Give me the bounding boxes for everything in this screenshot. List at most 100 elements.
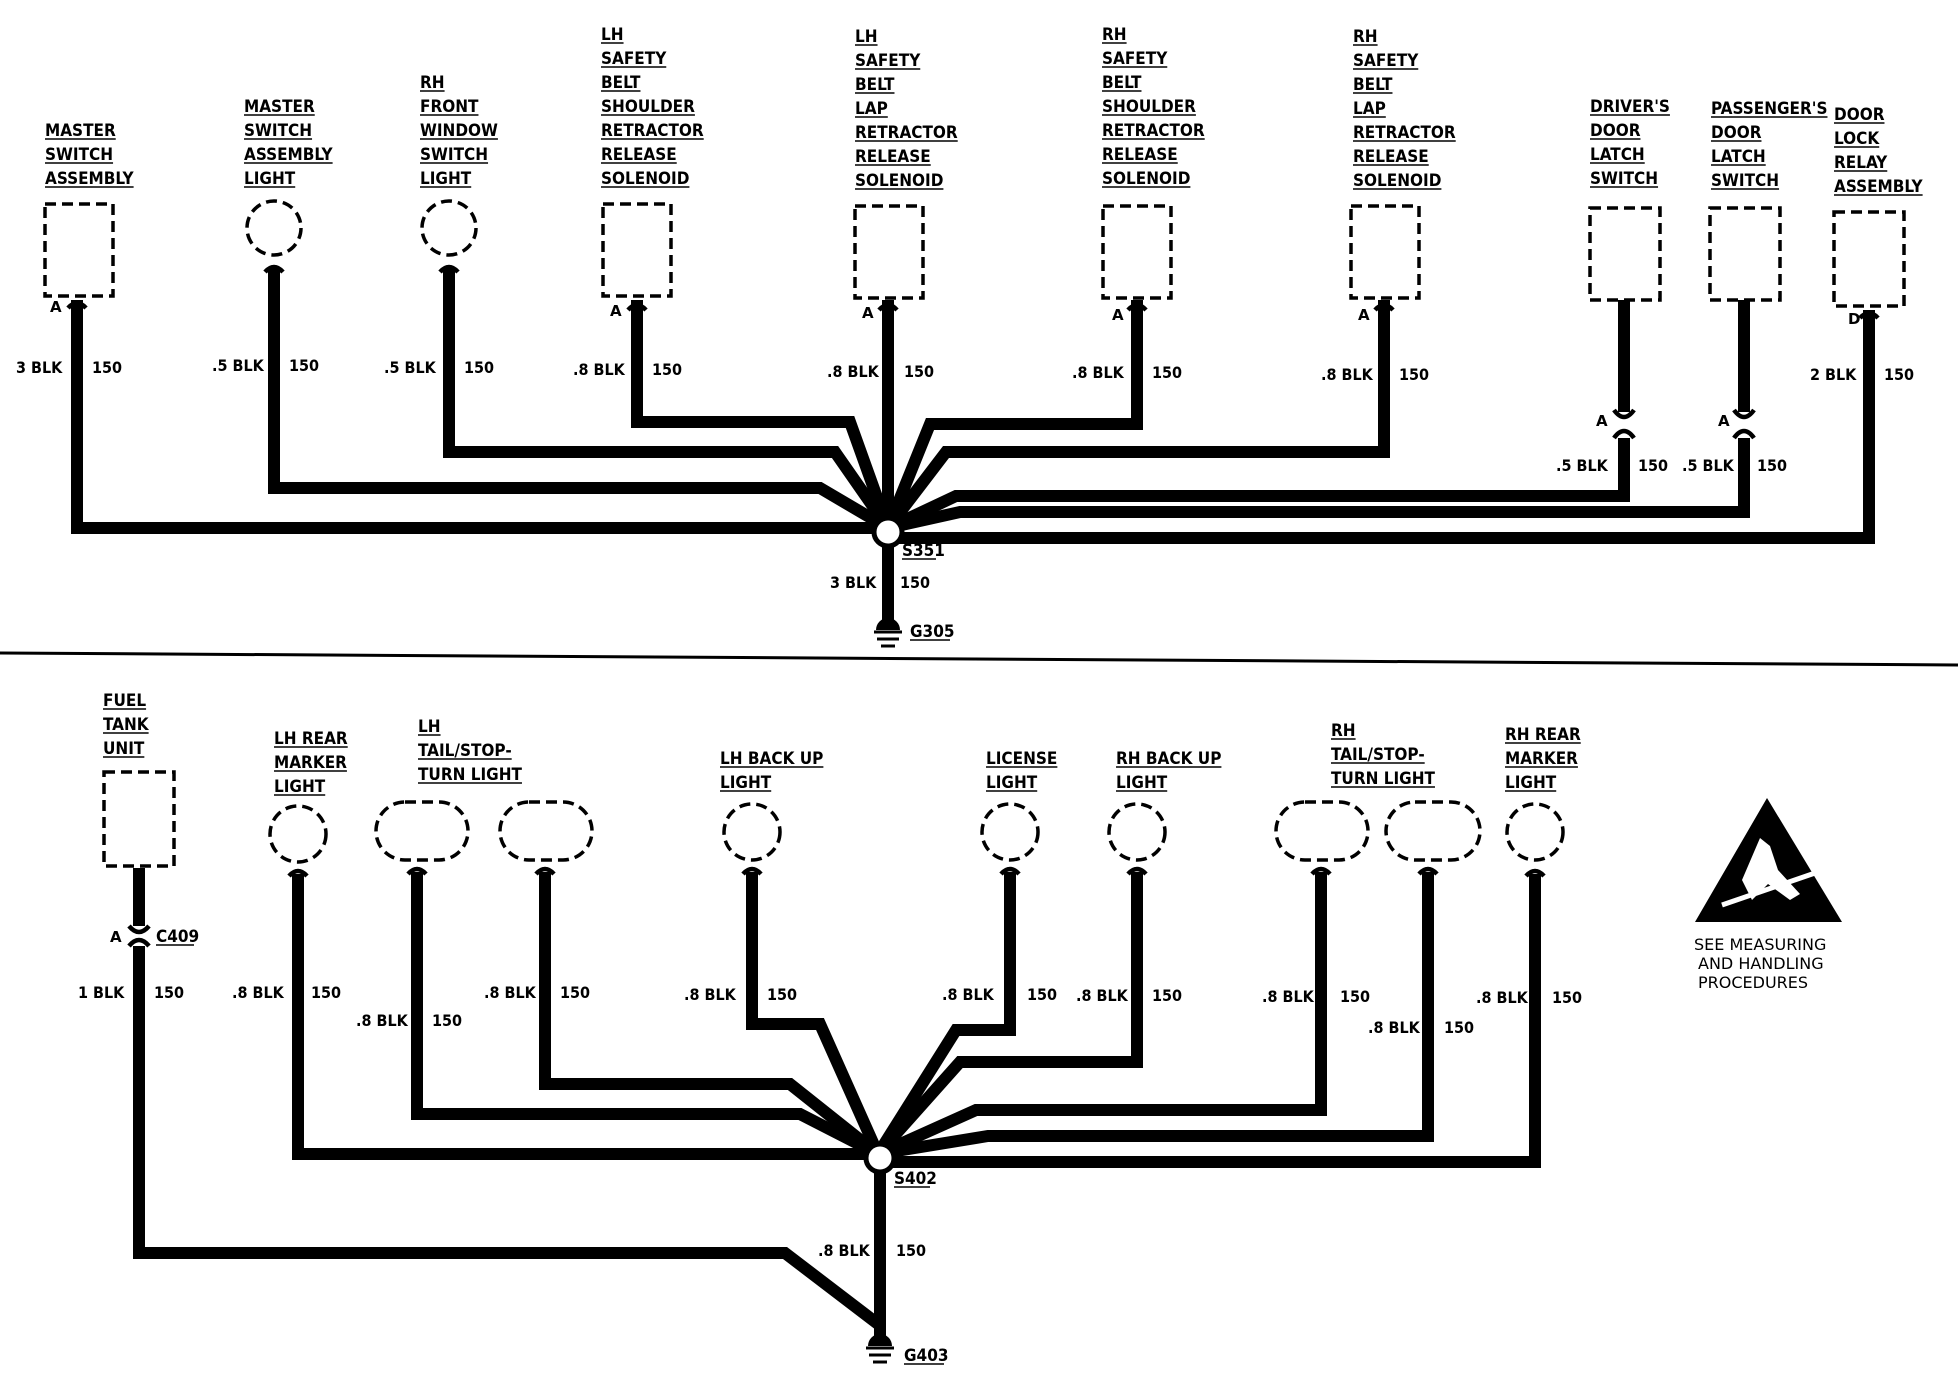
splice-s402-label: S402: [894, 1169, 937, 1189]
lh-shoulder-retractor-solenoid-label-line-2: SAFETY: [601, 49, 667, 69]
wire-rh-tail-bulb-2: [877, 872, 1434, 1160]
rh-front-window-switch-light-label-line-3: WINDOW: [420, 121, 498, 141]
lh-lap-retractor-solenoid-pin: A: [862, 304, 874, 322]
drivers-door-latch-switch-pin: A: [1596, 412, 1608, 430]
drivers-door-latch-switch-label-line-1: DRIVER'S: [1590, 97, 1670, 117]
ground-g305-circuit: 150: [900, 573, 930, 592]
door-lock-relay-assembly-wire-size: 2 BLK: [1810, 365, 1857, 384]
fuel-tank-unit-label-line-1: FUEL: [103, 691, 146, 711]
splice-s351-label: S351: [902, 541, 945, 561]
bottom-wiring: [133, 868, 1541, 1336]
door-lock-relay-assembly-label-line-3: RELAY: [1834, 153, 1888, 173]
bottom-wire-labels: 1 BLK 150 .8 BLK 150 .8 BLK 150 .8 BLK 150 .8 BL…: [78, 983, 1582, 1037]
connector-c409-label: C409: [156, 927, 199, 947]
rh-tail-stop-turn-light-label-line-1: RH: [1331, 721, 1356, 741]
rh-shoulder-retractor-solenoid-label-line-3: BELT: [1102, 73, 1142, 93]
lh-rear-marker-light-label-line-2: MARKER: [274, 753, 347, 773]
lh-lap-retractor-solenoid-label-line-4: LAP: [855, 99, 888, 119]
lh-lap-retractor-solenoid-label-line-7: SOLENOID: [855, 171, 943, 191]
fuel-tank-unit-symbol: [102, 770, 176, 868]
lh-tail-stop-turn-light-bulb-2-circuit: 150: [560, 983, 590, 1002]
passengers-door-latch-switch-label-line-1: PASSENGER'S: [1711, 99, 1827, 119]
top-component-symbols: [43, 199, 1906, 648]
wire-license-light: [872, 872, 1016, 1158]
fuel-tank-unit-wire-size: 1 BLK: [78, 983, 125, 1002]
lh-shoulder-retractor-solenoid-wire-size: .8 BLK: [573, 360, 626, 379]
lh-tail-stop-turn-light-label-line-1: LH: [418, 717, 441, 737]
wire-door-lock-relay-assembly: [888, 310, 1875, 544]
ground-g403-icon: [866, 1334, 894, 1364]
top-wiring: [71, 268, 1875, 622]
rh-lap-retractor-solenoid-symbol: [1349, 204, 1421, 300]
lh-back-up-light-wire-size: .8 BLK: [684, 985, 737, 1004]
rh-back-up-light-label-line-2: LIGHT: [1116, 773, 1168, 793]
lh-shoulder-retractor-solenoid-label-line-5: RETRACTOR: [601, 121, 704, 141]
esd-warning-icon: [1695, 798, 1842, 922]
rh-shoulder-retractor-solenoid-label-line-7: SOLENOID: [1102, 169, 1190, 189]
rh-lap-retractor-solenoid-label-line-4: LAP: [1353, 99, 1386, 119]
rh-back-up-light-label-line-1: RH BACK UP: [1116, 749, 1221, 769]
door-lock-relay-assembly-circuit: 150: [1884, 365, 1914, 384]
master-switch-assembly-label-line-3: ASSEMBLY: [45, 169, 135, 189]
rh-front-window-switch-light-circuit: 150: [464, 358, 494, 377]
master-switch-assembly-circuit: 150: [92, 358, 122, 377]
rh-rear-marker-light-label-line-1: RH REAR: [1505, 725, 1581, 745]
wire-lh-shoulder-retractor-solenoid: [631, 300, 894, 531]
passengers-door-latch-switch-symbol: [1708, 206, 1782, 302]
drivers-door-latch-switch-circuit: 150: [1638, 456, 1668, 475]
esd-note-line-2: AND HANDLING: [1698, 954, 1824, 973]
rh-front-window-switch-light-symbol: [420, 199, 478, 257]
rh-back-up-light-circuit: 150: [1152, 986, 1182, 1005]
wire-rh-tail-bulb-1: [875, 872, 1327, 1160]
rh-tail-stop-turn-light-bulb-1-circuit: 150: [1340, 987, 1370, 1006]
lh-rear-marker-light-label-line-3: LIGHT: [274, 777, 326, 797]
lh-tail-bulb-2-symbol: [498, 800, 594, 862]
rh-rear-marker-light-label-line-2: MARKER: [1505, 749, 1578, 769]
ground-g403-label: G403: [904, 1346, 948, 1366]
rh-lap-retractor-solenoid-label-line-7: SOLENOID: [1353, 171, 1441, 191]
lh-back-up-light-circuit: 150: [767, 985, 797, 1004]
license-light-wire-size: .8 BLK: [942, 985, 995, 1004]
lh-shoulder-retractor-solenoid-circuit: 150: [652, 360, 682, 379]
drivers-door-latch-switch-symbol: [1588, 206, 1662, 302]
rh-tail-stop-turn-light-bulb-2-wire-size: .8 BLK: [1368, 1018, 1421, 1037]
master-switch-assembly-symbol: [43, 202, 115, 298]
rh-tail-stop-turn-light-bulb-1-wire-size: .8 BLK: [1262, 987, 1315, 1006]
lh-lap-retractor-solenoid-label-line-3: BELT: [855, 75, 895, 95]
rh-tail-stop-turn-light-label-line-3: TURN LIGHT: [1331, 769, 1436, 789]
wire-fuel-tank-unit: [133, 868, 882, 1329]
rh-lap-retractor-solenoid-pin: A: [1358, 306, 1370, 324]
lh-rear-marker-light-label-line-1: LH REAR: [274, 729, 348, 749]
rh-tail-bulb-2-symbol: [1384, 800, 1482, 862]
drivers-door-latch-switch-label-line-3: LATCH: [1590, 145, 1645, 165]
lh-shoulder-retractor-solenoid-symbol: [601, 202, 673, 298]
wire-rh-shoulder-retractor-solenoid: [882, 300, 1143, 531]
rh-shoulder-retractor-solenoid-label-line-6: RELEASE: [1102, 145, 1178, 165]
master-switch-assembly-light-label-line-3: ASSEMBLY: [244, 145, 334, 165]
top-component-labels: MASTERSWITCHASSEMBLYMASTERSWITCHASSEMBLY…: [45, 25, 1924, 197]
lh-rear-marker-light-wire-size: .8 BLK: [232, 983, 285, 1002]
passengers-door-latch-switch-label-line-3: LATCH: [1711, 147, 1766, 167]
master-switch-assembly-light-label-line-1: MASTER: [244, 97, 315, 117]
rh-shoulder-retractor-solenoid-circuit: 150: [1152, 363, 1182, 382]
wire-rh-back-up-light: [873, 872, 1143, 1158]
fuel-tank-unit-label-line-2: TANK: [103, 715, 150, 735]
rh-front-window-switch-light-label-line-5: LIGHT: [420, 169, 472, 189]
master-switch-assembly-light-wire-size: .5 BLK: [212, 356, 265, 375]
rh-shoulder-retractor-solenoid-label-line-2: SAFETY: [1102, 49, 1168, 69]
rh-shoulder-retractor-solenoid-pin: A: [1112, 306, 1124, 324]
section-divider: [0, 651, 1958, 667]
wire-rh-front-window-switch-light: [443, 268, 893, 532]
lh-rear-marker-light-symbol: [268, 804, 328, 864]
lh-tail-stop-turn-light-label-line-3: TURN LIGHT: [418, 765, 523, 785]
rh-lap-retractor-solenoid-label-line-2: SAFETY: [1353, 51, 1419, 71]
passengers-door-latch-switch-label-line-4: SWITCH: [1711, 171, 1779, 191]
master-switch-assembly-light-label-line-4: LIGHT: [244, 169, 296, 189]
lh-back-up-light-symbol: [722, 802, 782, 862]
rh-tail-stop-turn-light-label-line-2: TAIL/STOP-: [1331, 745, 1425, 765]
lh-lap-retractor-solenoid-symbol: [853, 204, 925, 300]
rh-shoulder-retractor-solenoid-label-line-1: RH: [1102, 25, 1127, 45]
lh-shoulder-retractor-solenoid-label-line-7: SOLENOID: [601, 169, 689, 189]
